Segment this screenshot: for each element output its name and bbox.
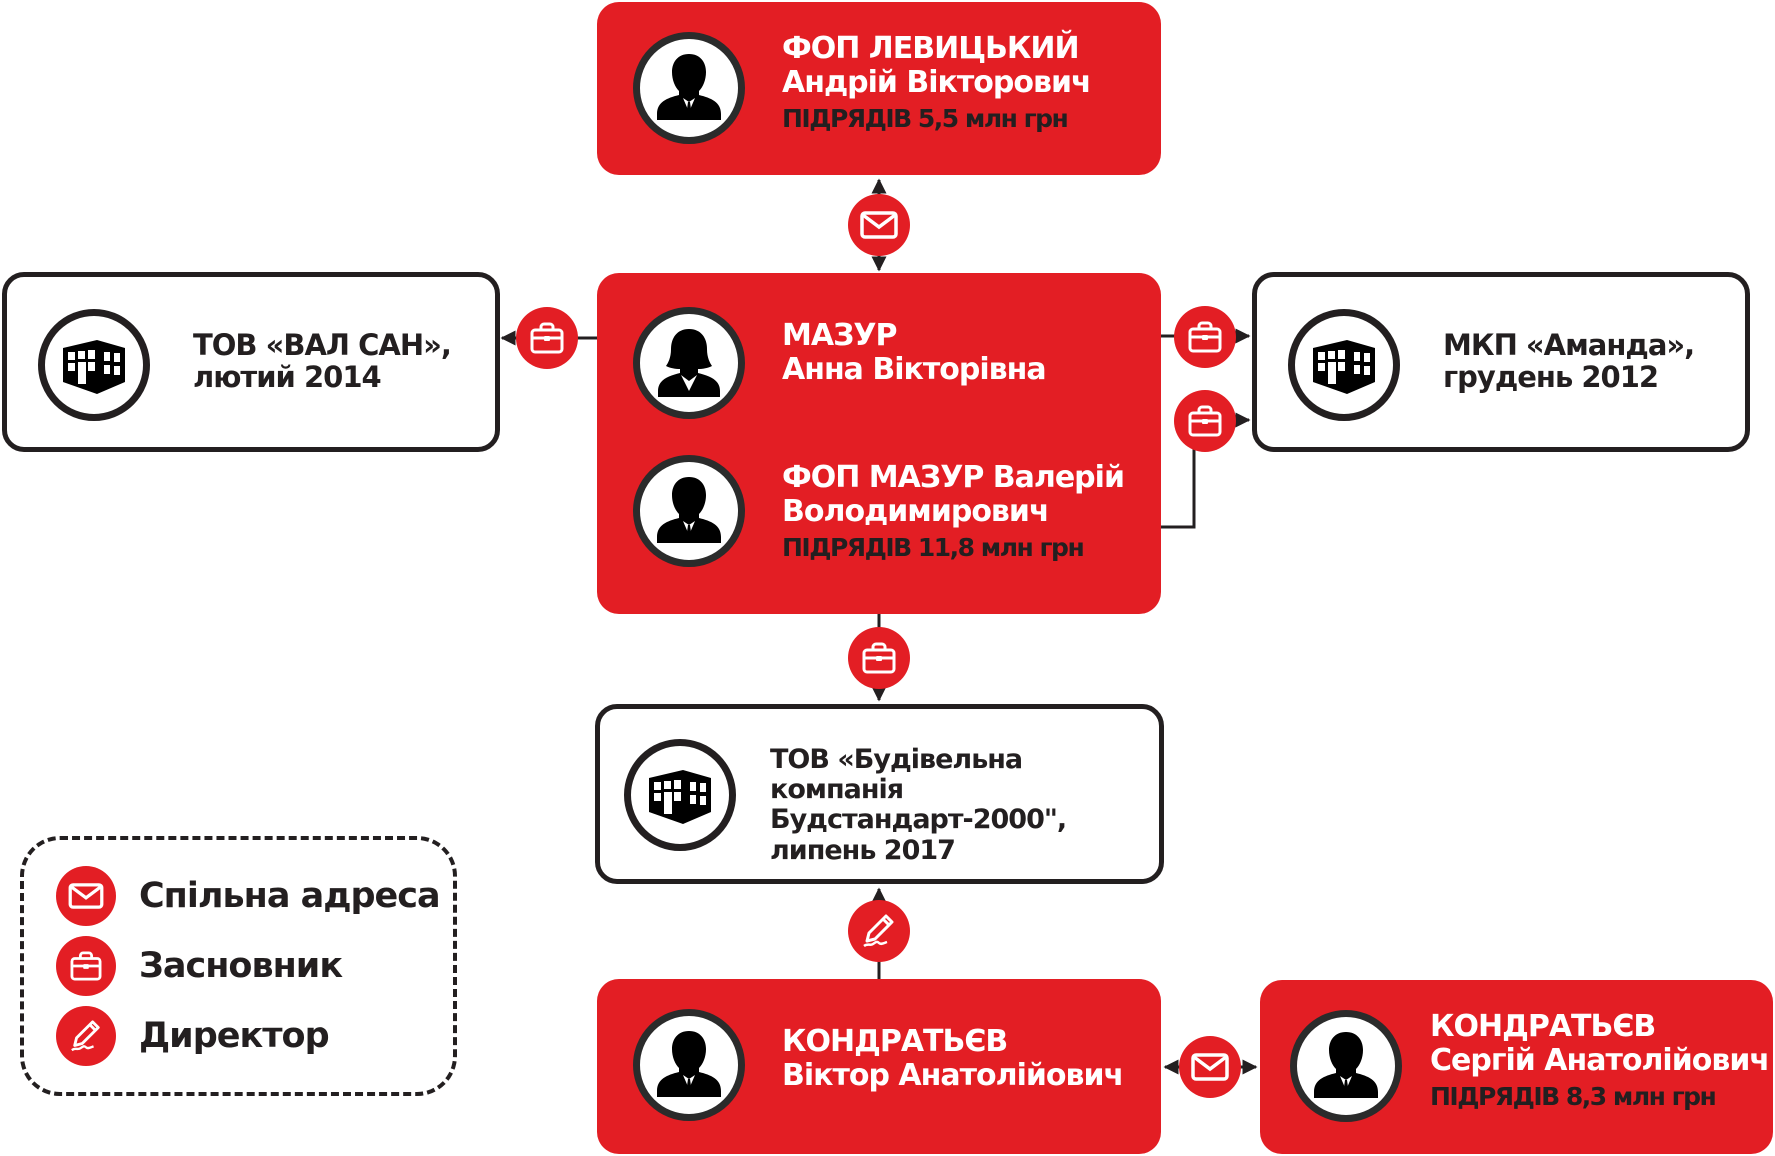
person-label-kondratiev-serhii: КОНДРАТЬЄВ Сергій Анатолійович ПІДРЯДІВ …: [1430, 1009, 1770, 1112]
person-card-kondratiev-serhii: КОНДРАТЬЄВ Сергій Анатолійович ПІДРЯДІВ …: [1260, 980, 1773, 1154]
legend-label: Спільна адреса: [139, 876, 441, 916]
man-avatar-icon: [1290, 1010, 1402, 1122]
man-avatar-icon: [633, 1009, 745, 1121]
man-avatar-icon: [633, 32, 745, 144]
company-name: МКП «Аманда»,: [1443, 328, 1695, 362]
person-card-mazur: МАЗУР Анна Вікторівна ФОП МАЗУР Валерій …: [597, 273, 1161, 614]
legend-item-founder: Засновник: [56, 936, 343, 996]
mail-icon: [56, 866, 116, 926]
legend-item-shared-address: Спільна адреса: [56, 866, 441, 926]
person-name-line1: КОНДРАТЬЄВ: [1430, 1009, 1656, 1044]
company-date: грудень 2012: [1443, 360, 1659, 395]
mail-icon: [848, 194, 910, 256]
briefcase-icon: [1174, 306, 1236, 368]
briefcase-icon: [848, 627, 910, 689]
legend-label: Директор: [139, 1016, 330, 1056]
company-date: липень 2017: [770, 834, 956, 866]
company-card-val-san: ТОВ «ВАЛ САН», лютий 2014: [2, 272, 500, 452]
person-name-line1: ФОП ЛЕВИЦЬКИЙ: [782, 31, 1080, 66]
legend: Спільна адреса Засновник Директор: [20, 836, 457, 1096]
mail-icon: [1179, 1036, 1241, 1098]
building-icon: [1288, 309, 1400, 421]
person-name-line2: Сергій Анатолійович: [1430, 1042, 1770, 1078]
company-card-budstandart: ТОВ «Будівельна компанія Будстандарт-200…: [595, 704, 1164, 884]
person-label-mazur-valerii: ФОП МАЗУР Валерій Володимирович ПІДРЯДІВ…: [782, 460, 1125, 563]
company-label-val-san: ТОВ «ВАЛ САН», лютий 2014: [193, 328, 452, 395]
person-name-line1: КОНДРАТЬЄВ: [782, 1024, 1008, 1059]
contracts-amount: ПІДРЯДІВ 11,8 млн грн: [782, 533, 1085, 563]
person-name-line2: Володимирович: [782, 493, 1050, 529]
company-label-budstandart: ТОВ «Будівельна компанія Будстандарт-200…: [770, 744, 1159, 866]
building-icon: [624, 739, 736, 851]
person-card-levytskyi: ФОП ЛЕВИЦЬКИЙ Андрій Вікторович ПІДРЯДІВ…: [597, 2, 1161, 175]
company-name-line1: ТОВ «Будівельна компанія: [770, 744, 1023, 806]
person-name-line2: Віктор Анатолійович: [782, 1057, 1124, 1093]
woman-avatar-icon: [633, 307, 745, 419]
company-date: лютий 2014: [193, 360, 382, 395]
person-name-line1: ФОП МАЗУР Валерій: [782, 460, 1125, 495]
briefcase-icon: [1174, 390, 1236, 452]
building-icon: [38, 309, 150, 421]
contracts-amount: ПІДРЯДІВ 8,3 млн грн: [1430, 1082, 1717, 1112]
company-name-line2: Будстандарт-2000",: [770, 804, 1067, 836]
briefcase-icon: [56, 936, 116, 996]
briefcase-icon: [516, 307, 578, 369]
legend-item-director: Директор: [56, 1006, 330, 1066]
company-name: ТОВ «ВАЛ САН»,: [193, 328, 452, 362]
person-label-levytskyi: ФОП ЛЕВИЦЬКИЙ Андрій Вікторович ПІДРЯДІВ…: [782, 31, 1092, 134]
person-label-mazur-anna: МАЗУР Анна Вікторівна: [782, 318, 1047, 387]
contracts-amount: ПІДРЯДІВ 5,5 млн грн: [782, 104, 1069, 134]
person-card-kondratiev-viktor: КОНДРАТЬЄВ Віктор Анатолійович: [597, 979, 1161, 1154]
legend-label: Засновник: [139, 946, 343, 986]
pen-icon: [848, 900, 910, 962]
man-avatar-icon: [633, 455, 745, 567]
pen-icon: [56, 1006, 116, 1066]
person-name-line2: Анна Вікторівна: [782, 351, 1047, 387]
person-label-kondratiev-viktor: КОНДРАТЬЄВ Віктор Анатолійович: [782, 1024, 1124, 1093]
company-label-amanda: МКП «Аманда», грудень 2012: [1443, 328, 1695, 395]
person-name-line1: МАЗУР: [782, 318, 898, 353]
person-name-line2: Андрій Вікторович: [782, 64, 1092, 100]
company-card-amanda: МКП «Аманда», грудень 2012: [1252, 272, 1750, 452]
